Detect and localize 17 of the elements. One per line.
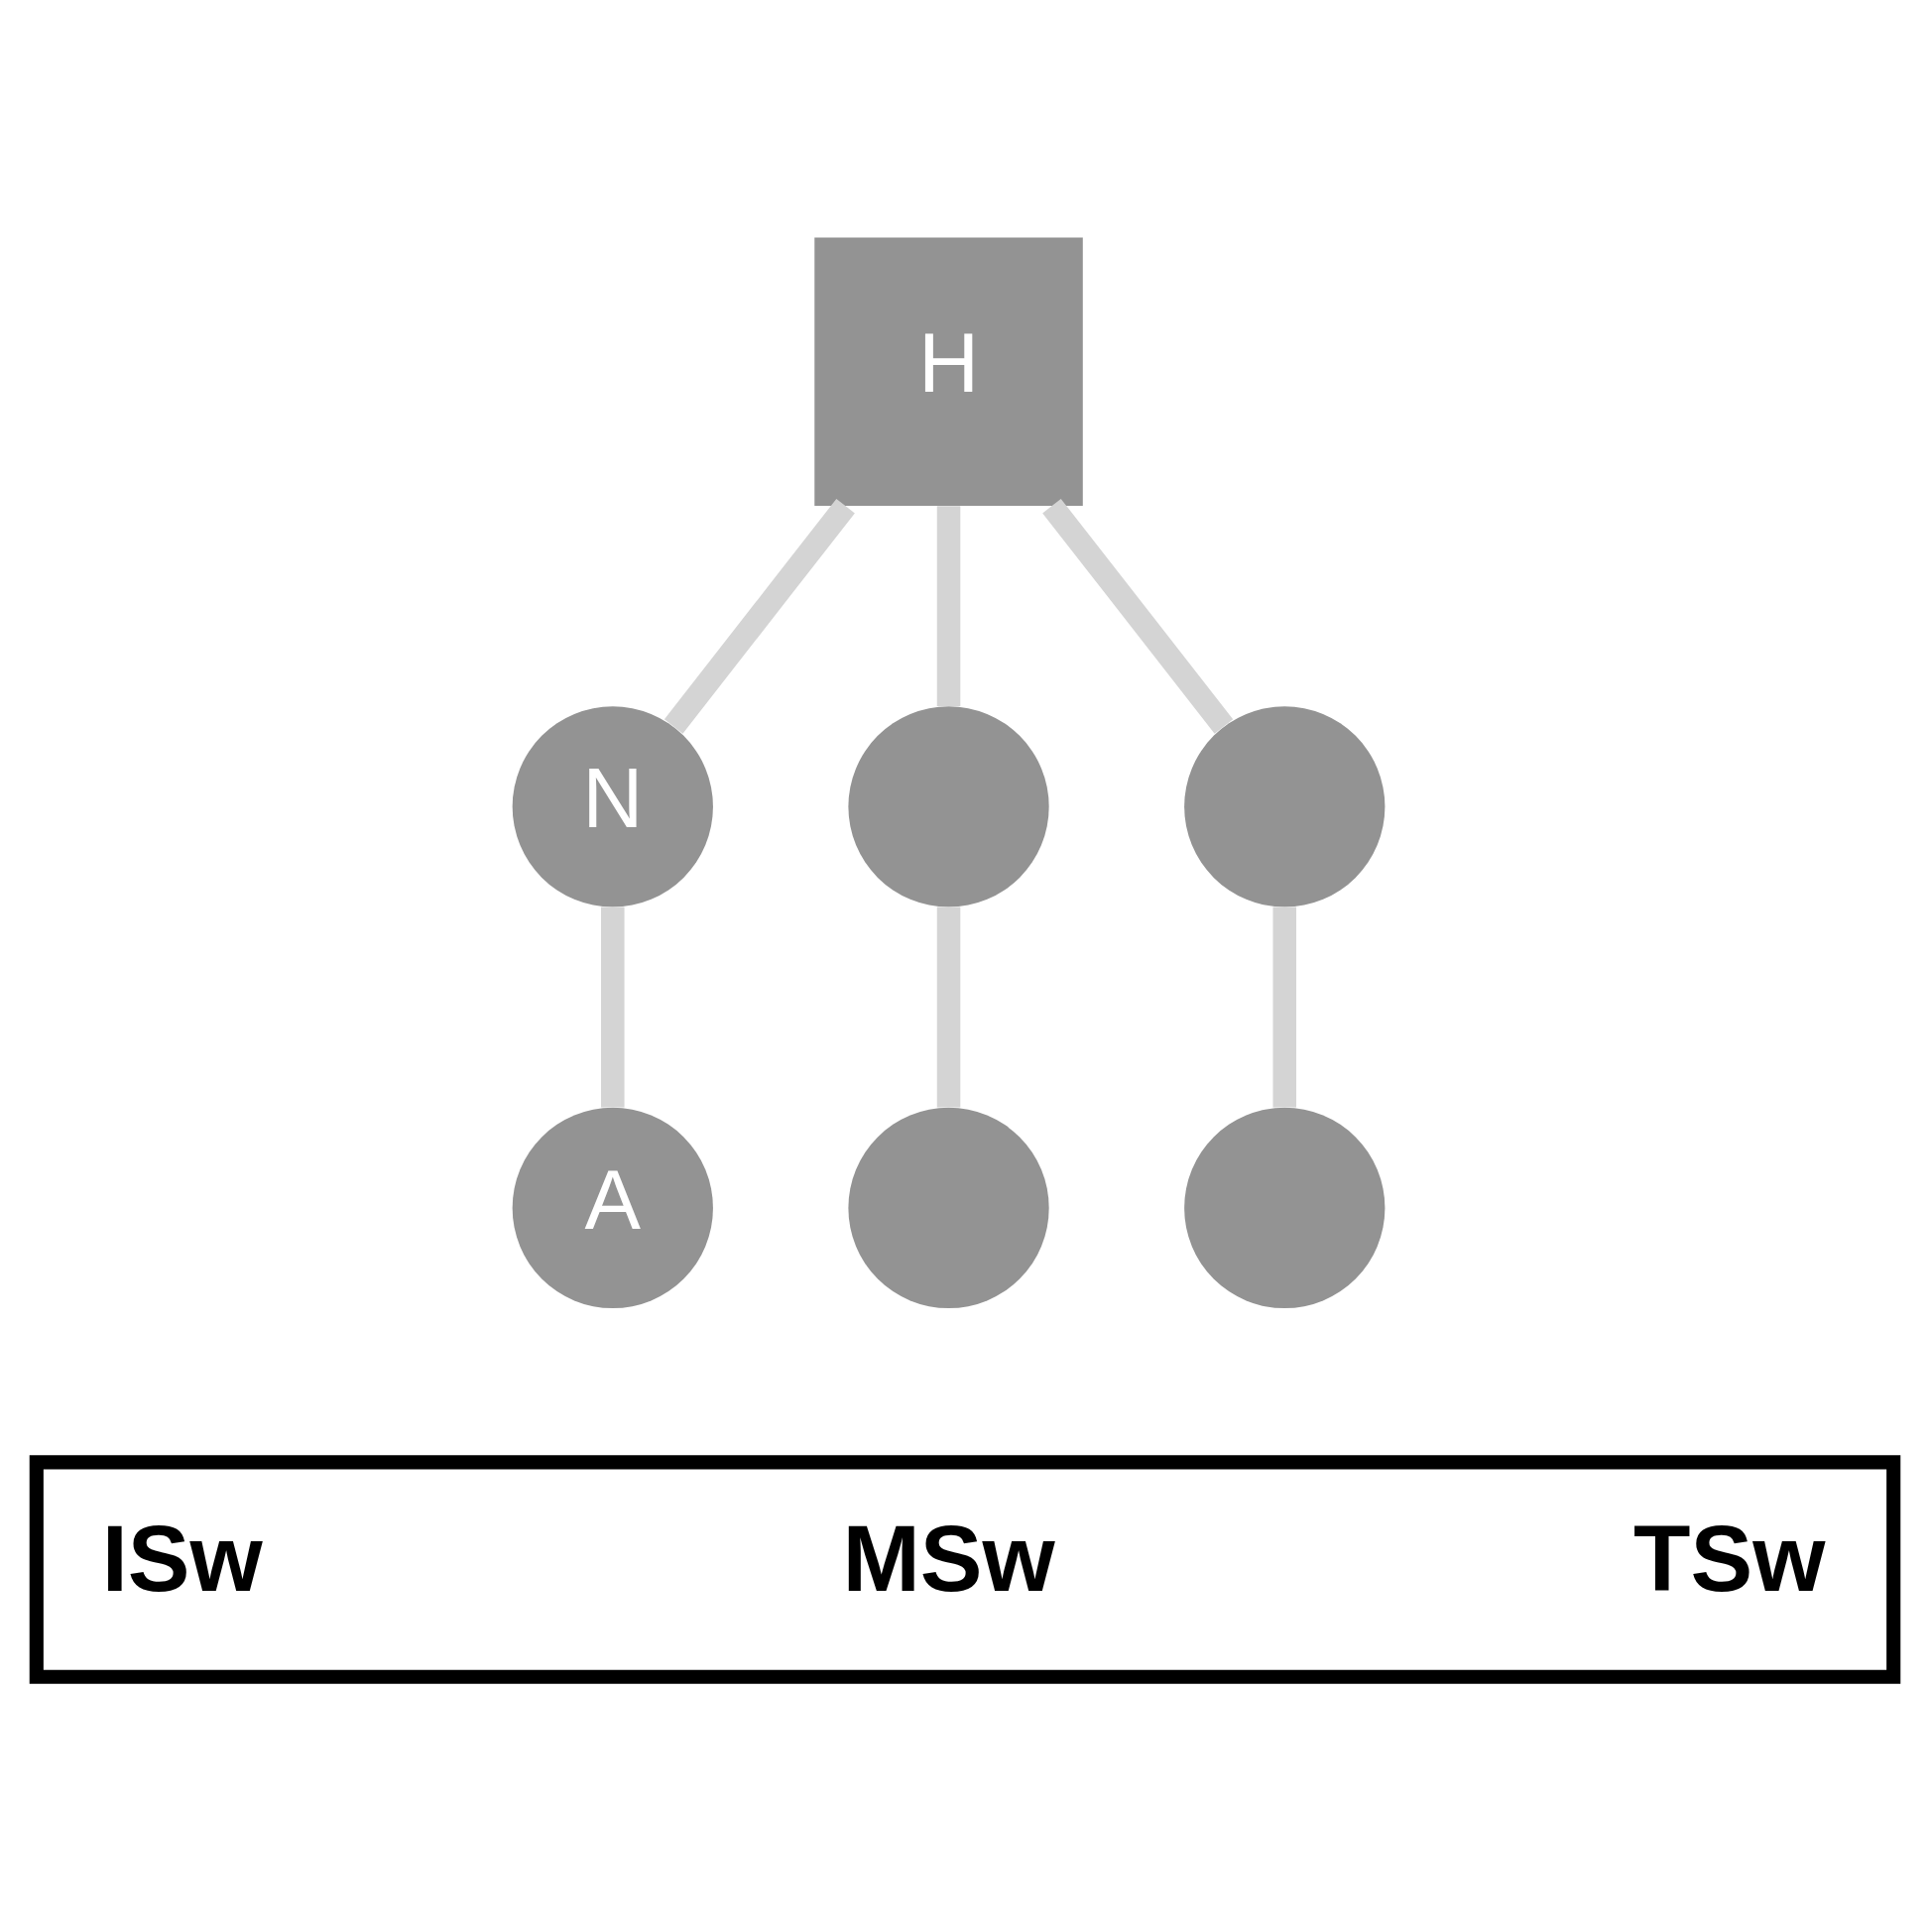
connector (1272, 906, 1296, 1107)
connector (936, 505, 961, 706)
connector (1042, 498, 1234, 734)
node-circle: A (512, 1107, 713, 1308)
label: TSw (1632, 1506, 1826, 1611)
node-circle (1184, 705, 1386, 906)
node-circle (1184, 1107, 1386, 1308)
label: MSw (842, 1506, 1055, 1611)
connector (601, 906, 625, 1107)
label: ISw (101, 1506, 263, 1611)
node-box (29, 1454, 1901, 1684)
connector (663, 498, 855, 734)
node-circle (848, 705, 1049, 906)
node-box: H (814, 236, 1083, 506)
node-circle (848, 1107, 1049, 1308)
connector (936, 906, 961, 1107)
node-circle: N (512, 705, 713, 906)
